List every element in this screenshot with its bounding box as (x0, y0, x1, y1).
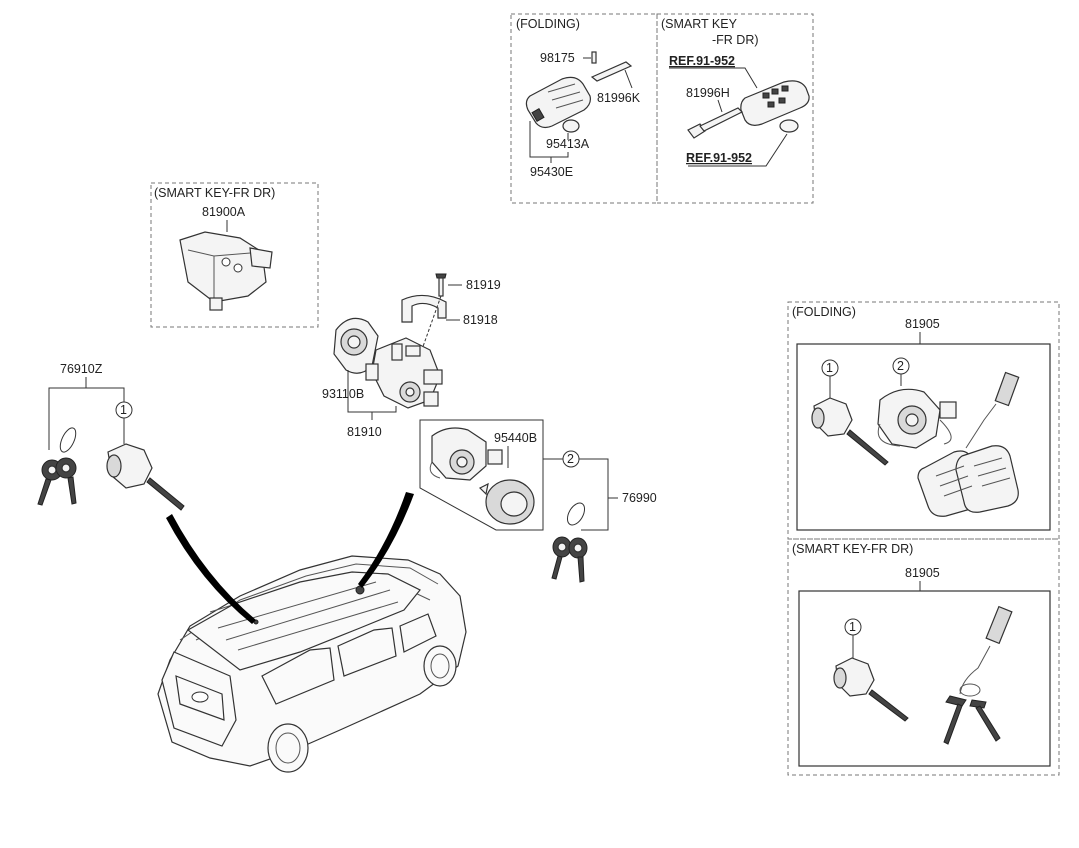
screw-81919-icon (435, 273, 447, 279)
label-76910Z[interactable]: 76910Z (60, 362, 103, 376)
key-blade-icon (590, 61, 633, 82)
key-head-smart-icon (945, 695, 967, 707)
left-smart-key-box: (SMART KEY-FR DR) 81900A (150, 182, 319, 328)
right-folding-title: (FOLDING) (792, 305, 856, 319)
key-tag-folding-icon (994, 371, 1020, 407)
battery-95413A-icon (562, 119, 580, 133)
pin-98175-icon (591, 51, 597, 64)
top-smart-key-box: (SMART KEY -FR DR) REF.91-952 81996H REF… (656, 13, 814, 204)
top-folding-title: (FOLDING) (516, 17, 580, 31)
label-98175[interactable]: 98175 (540, 51, 575, 65)
arrow-to-door-lock (166, 514, 256, 624)
label-81910[interactable]: 81910 (347, 425, 382, 439)
ignition-lock-assembly: 81919 81918 93110B 81910 (322, 273, 501, 439)
key-set-76910Z: 76910Z 1 (37, 362, 185, 511)
top-smart-title-line2: -FR DR) (712, 33, 759, 47)
label-81900A[interactable]: 81900A (202, 205, 246, 219)
callout-1-left-text: 1 (120, 403, 127, 417)
left-smart-title: (SMART KEY-FR DR) (154, 186, 275, 200)
label-95440B[interactable]: 95440B (494, 431, 537, 445)
label-81905-smart[interactable]: 81905 (905, 566, 940, 580)
callout-1-folding-text: 1 (826, 361, 833, 375)
car-illustration (157, 555, 467, 773)
right-folding-box: (FOLDING) 81905 1 2 (787, 301, 1060, 540)
right-smart-key-box: (SMART KEY-FR DR) 81905 1 (787, 538, 1060, 776)
door-lock-cylinder-icon (107, 443, 153, 489)
key-tag-smart-icon (985, 605, 1013, 645)
smart-ignition-module-icon (179, 231, 267, 303)
label-76990[interactable]: 76990 (622, 491, 657, 505)
ignition-location-marker (355, 585, 365, 595)
label-81996H[interactable]: 81996H (686, 86, 730, 100)
battery-smart-icon (779, 119, 799, 133)
label-81996K[interactable]: 81996K (597, 91, 641, 105)
label-95430E[interactable]: 95430E (530, 165, 573, 179)
label-95413A[interactable]: 95413A (546, 137, 590, 151)
ref-91-952-top[interactable]: REF.91-952 (669, 54, 735, 68)
ref-91-952-bottom[interactable]: REF.91-952 (686, 151, 752, 165)
folding-fob-2-icon (955, 445, 1019, 513)
arrow-to-ignition (358, 492, 414, 588)
label-81918[interactable]: 81918 (463, 313, 498, 327)
callout-2-folding-text: 2 (897, 359, 904, 373)
clamp-81918-icon (401, 294, 447, 323)
callout-1-smart-text: 1 (849, 620, 856, 634)
top-smart-title-line1: (SMART KEY (661, 17, 738, 31)
top-folding-box: (FOLDING) 98175 81996K 95413A 95430E (510, 13, 658, 204)
label-93110B[interactable]: 93110B (322, 387, 364, 401)
callout-2-center-text: 2 (567, 452, 574, 466)
key-set-76990: 95440B 2 76990 (419, 419, 657, 583)
smart-key-fob-icon (740, 80, 810, 126)
right-smart-title: (SMART KEY-FR DR) (792, 542, 913, 556)
emergency-key-blade-icon (699, 107, 744, 132)
label-81919[interactable]: 81919 (466, 278, 501, 292)
label-81905-folding[interactable]: 81905 (905, 317, 940, 331)
